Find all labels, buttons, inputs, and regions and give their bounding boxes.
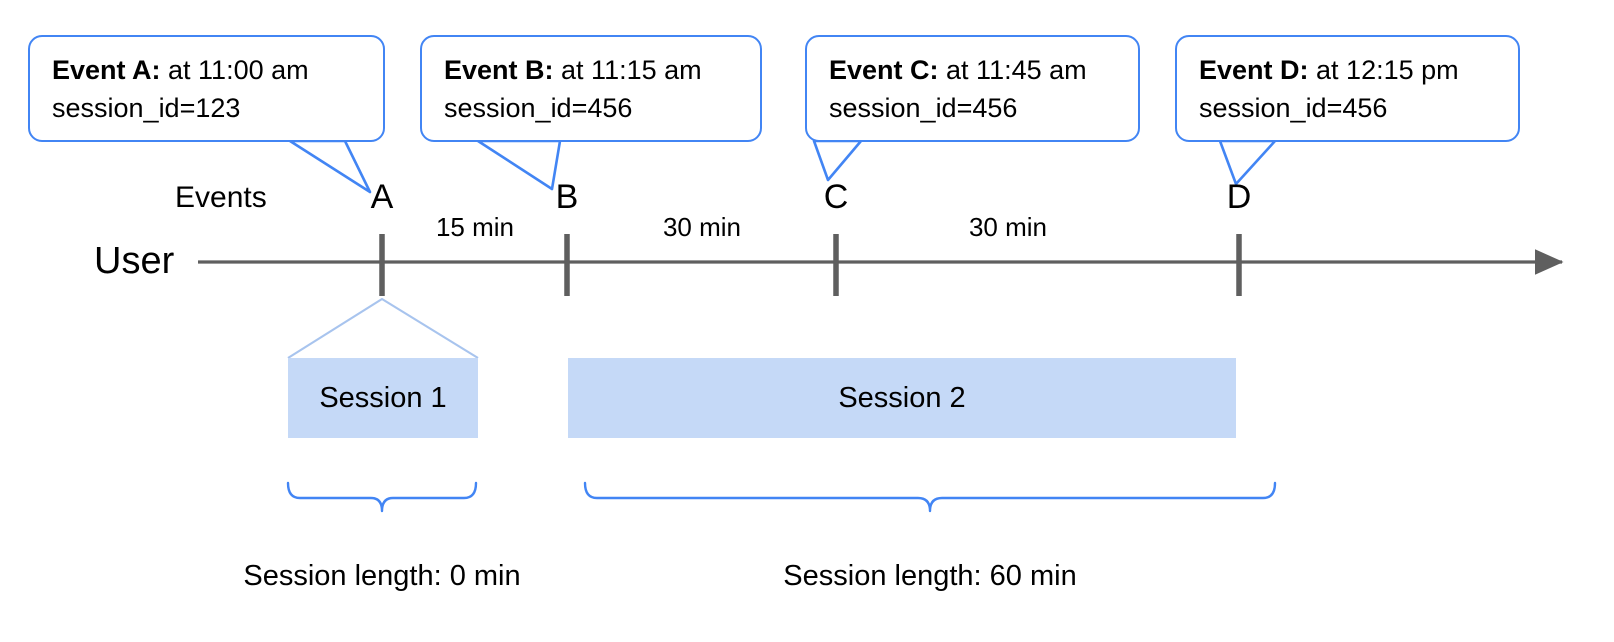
callout-d-time: at 12:15 pm bbox=[1308, 55, 1459, 85]
callout-c-session-id: session_id=456 bbox=[829, 93, 1018, 124]
duration-b-to-c: 30 min bbox=[662, 212, 742, 242]
session-block-2: Session 2 bbox=[568, 358, 1236, 438]
session-block-1: Session 1 bbox=[288, 358, 478, 438]
event-letter-a: A bbox=[370, 178, 394, 216]
callout-tail-c bbox=[812, 139, 863, 182]
callout-event-c: Event C: at 11:45 am session_id=456 bbox=[805, 35, 1140, 142]
session-2-length-label: Session length: 60 min bbox=[783, 560, 1077, 592]
callout-a-title: Event A: bbox=[52, 55, 161, 85]
callout-a-session-id: session_id=123 bbox=[52, 93, 241, 124]
events-row-label: Events bbox=[175, 181, 267, 214]
callout-c-time: at 11:45 am bbox=[938, 55, 1087, 85]
callout-d-session-id: session_id=456 bbox=[1199, 93, 1388, 124]
user-row-label: User bbox=[94, 240, 175, 282]
session-2-brace bbox=[583, 481, 1277, 513]
callout-event-a: Event A: at 11:00 am session_id=123 bbox=[28, 35, 385, 142]
callout-b-session-id: session_id=456 bbox=[444, 93, 633, 124]
event-letter-d: D bbox=[1226, 178, 1252, 216]
session-1-length-label: Session length: 0 min bbox=[243, 560, 521, 592]
session-2-label: Session 2 bbox=[838, 381, 966, 414]
session-1-tent bbox=[287, 297, 479, 359]
callout-event-d: Event D: at 12:15 pm session_id=456 bbox=[1175, 35, 1520, 142]
callout-a-time: at 11:00 am bbox=[160, 55, 309, 85]
callout-d-title: Event D: bbox=[1199, 55, 1309, 85]
session-1-label: Session 1 bbox=[319, 381, 447, 414]
event-letter-b: B bbox=[555, 178, 579, 216]
callout-tail-a bbox=[288, 139, 372, 194]
duration-a-to-b: 15 min bbox=[435, 212, 515, 242]
duration-c-to-d: 30 min bbox=[968, 212, 1048, 242]
session-1-brace bbox=[286, 481, 478, 513]
callout-c-title: Event C: bbox=[829, 55, 939, 85]
event-letter-c: C bbox=[823, 178, 849, 216]
callout-b-title: Event B: bbox=[444, 55, 554, 85]
callout-b-time: at 11:15 am bbox=[553, 55, 702, 85]
callout-event-b: Event B: at 11:15 am session_id=456 bbox=[420, 35, 762, 142]
